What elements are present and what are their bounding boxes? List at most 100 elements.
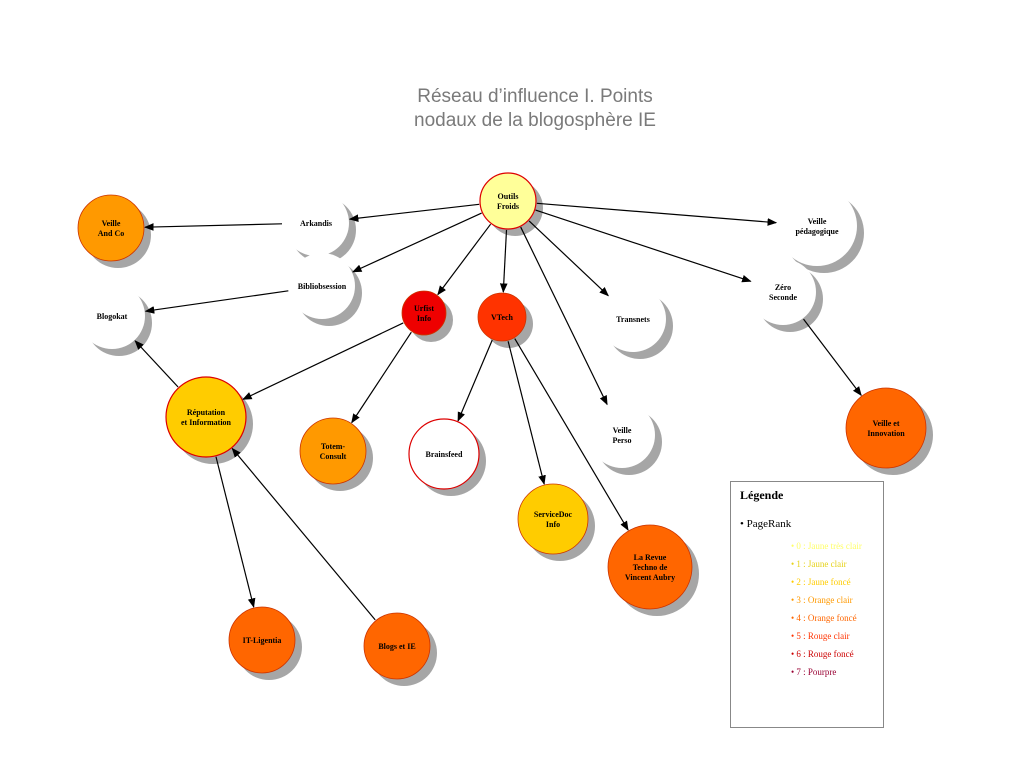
legend-item: • 4 : Orange foncé (791, 613, 857, 623)
zero-seconde-node-label: Zéro (775, 283, 791, 292)
legend-list: • 0 : Jaune très clair • 1 : Jaune clair •… (791, 537, 862, 681)
urfist-info-node-label: Urfist (414, 304, 434, 313)
reputation-information-node-circle (165, 376, 247, 458)
zero-seconde-node-label: Seconde (769, 293, 797, 302)
veille-et-innovation-node-label: Veille et (872, 419, 899, 428)
veille-pedagogique-node-label: pédagogique (795, 227, 839, 236)
veille-pedagogique-node-circle (777, 186, 857, 266)
veille-perso-node-label: Perso (612, 436, 631, 445)
vtech-node-circle (477, 292, 527, 342)
veille-perso-node-circle (589, 402, 655, 468)
servicedoc-info-node-label: ServiceDoc (534, 510, 573, 519)
veille-perso-node-label: Veille (613, 426, 632, 435)
legend-item: • 7 : Pourpre (791, 667, 837, 677)
legend-box: Légende • PageRank • 0 : Jaune très clai… (730, 481, 884, 728)
outils-froids-node-label: Outils (498, 192, 519, 201)
transnets-node-label: Transnets (616, 315, 650, 324)
edge-outils-to-veilleperso (520, 226, 608, 406)
blogokat-node-circle (79, 283, 145, 349)
bibliobsession-node: Bibliobsession (289, 253, 355, 319)
it-ligentia-node-label: IT-Ligentia (243, 636, 282, 645)
title-line-1: Réseau d’influence I. Points (417, 86, 653, 107)
urfist-info-node-circle (401, 290, 447, 336)
blogs-et-ie-node-label: Blogs et IE (378, 642, 415, 651)
diagram-title: Réseau d’influence I. Points nodaux de l… (360, 85, 710, 133)
edge-outils-to-arkandis (348, 203, 480, 222)
la-revue-techno-node-label: Techno de (633, 563, 668, 572)
arkandis-node: Arkandis (283, 190, 349, 256)
transnets-node: Transnets (600, 286, 666, 352)
veille-and-co-node-label: Veille (102, 219, 121, 228)
brainsfeed-node: Brainsfeed (408, 418, 480, 490)
la-revue-techno-node-circle (607, 524, 693, 610)
legend-title: Légende (740, 488, 784, 502)
outils-froids-node-label: Froids (497, 202, 519, 211)
reputation-information-node-label: et Information (181, 418, 232, 427)
edge-vtech-to-servicedoc (507, 341, 546, 486)
legend-item: • 3 : Orange clair (791, 595, 853, 605)
zero-seconde-node-circle (750, 259, 816, 325)
edge-vtech-to-revue (514, 338, 629, 531)
edge-outils-to-urfist (437, 223, 492, 296)
totem-consult-node: Totem-Consult (299, 417, 367, 485)
totem-consult-node-label: Consult (320, 452, 347, 461)
edge-reputation-to-itligentia (215, 456, 256, 608)
veille-and-co-node-circle (77, 194, 145, 262)
arkandis-node-label: Arkandis (300, 219, 332, 228)
la-revue-techno-node-label: La Revue (634, 553, 667, 562)
blogs-et-ie-node: Blogs et IE (363, 612, 431, 680)
brainsfeed-node-circle (408, 418, 480, 490)
bibliobsession-node-circle (289, 253, 355, 319)
edge-vtech-to-brainsfeed (457, 339, 493, 422)
veille-and-co-node-label: And Co (98, 229, 124, 238)
vtech-node: VTech (477, 292, 527, 342)
blogs-et-ie-node-circle (363, 612, 431, 680)
legend-pagerank-label: • PageRank (740, 518, 792, 530)
arkandis-node-circle (283, 190, 349, 256)
legend-item: • 5 : Rouge clair (791, 631, 850, 641)
edge-urfist-to-totem (351, 331, 412, 424)
legend-item: • 1 : Jaune clair (791, 559, 847, 569)
legend-item: • 0 : Jaune très clair (791, 541, 862, 551)
edge-bibliobsession-to-blogokat (144, 290, 289, 314)
outils-froids-node-circle (479, 172, 537, 230)
edge-blogsie-to-reputation (231, 447, 376, 621)
it-ligentia-node: IT-Ligentia (228, 606, 296, 674)
veille-et-innovation-node-label: Innovation (867, 429, 905, 438)
edge-outils-to-zero (535, 209, 752, 283)
edge-outils-to-transnets (528, 220, 609, 297)
servicedoc-info-node-label: Info (546, 520, 560, 529)
la-revue-techno-node-label: Vincent Aubry (625, 573, 675, 582)
blogokat-node: Blogokat (79, 283, 145, 349)
servicedoc-info-node-circle (517, 483, 589, 555)
totem-consult-node-label: Totem- (321, 442, 345, 451)
title-line-2: nodaux de la blogosphère IE (414, 110, 656, 131)
edge-outils-to-bibliobsession (352, 212, 482, 273)
legend-item: • 6 : Rouge foncé (791, 649, 854, 659)
transnets-node-circle (600, 286, 666, 352)
reputation-information-node-label: Réputation (187, 408, 226, 417)
urfist-info-node-label: Info (417, 314, 431, 323)
it-ligentia-node-circle (228, 606, 296, 674)
edge-zero-to-veilleinno (803, 318, 862, 397)
brainsfeed-node-label: Brainsfeed (426, 450, 463, 459)
edge-reputation-to-blogokat (134, 340, 179, 388)
edge-outils-to-veillepeda (536, 202, 778, 226)
edge-outils-to-vtech (499, 229, 508, 293)
veille-pedagogique-node-label: Veille (808, 217, 827, 226)
vtech-node-label: VTech (491, 313, 513, 322)
veille-et-innovation-node-circle (845, 387, 927, 469)
blogokat-node-label: Blogokat (97, 312, 128, 321)
legend-item: • 2 : Jaune foncé (791, 577, 851, 587)
edge-urfist-to-reputation (242, 322, 404, 400)
